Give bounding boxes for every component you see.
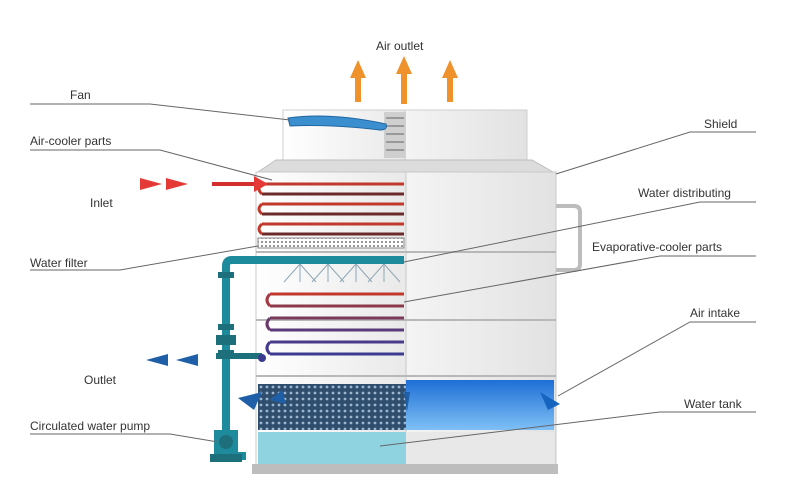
fan-blade xyxy=(287,115,387,131)
shield-handle xyxy=(556,204,582,272)
outlet-arrows xyxy=(146,354,198,366)
leader-lines-right xyxy=(379,131,756,447)
air-cooler-parts-label: Air-cooler parts xyxy=(30,134,112,148)
pipe-flanges xyxy=(218,272,234,356)
water-tank-label: Water tank xyxy=(684,397,742,411)
spray-nozzles xyxy=(283,263,401,283)
water-tank-left xyxy=(258,432,406,464)
outlet-label: Outlet xyxy=(84,373,117,387)
water-filter-mesh xyxy=(257,237,405,249)
air-intake-arrows xyxy=(238,390,560,412)
circulated-water-pump-label: Circulated water pump xyxy=(30,419,151,433)
water-filter-label: Water filter xyxy=(30,256,88,270)
evaporative-cooler-parts-label: Evaporative-cooler parts xyxy=(592,240,723,254)
water-distributing-label: Water distributing xyxy=(638,186,731,200)
tower-cap xyxy=(256,159,555,173)
outlet-valve xyxy=(258,354,266,362)
water-tank-right xyxy=(406,432,554,464)
shield-label: Shield xyxy=(704,117,738,131)
evaporative-coil xyxy=(265,292,404,356)
fan-label: Fan xyxy=(70,88,91,102)
inlet-label: Inlet xyxy=(90,196,113,210)
tower-base xyxy=(252,464,558,474)
air-intake-panel xyxy=(406,380,554,430)
air-outlet-arrows xyxy=(350,56,458,104)
fill-media xyxy=(258,384,406,430)
leader-lines-left xyxy=(30,103,291,443)
pump-body xyxy=(210,430,242,462)
shell-seams xyxy=(256,251,556,377)
air-outlet-label: Air outlet xyxy=(376,39,424,53)
air-intake-label: Air intake xyxy=(690,306,741,320)
inlet-arrows xyxy=(140,176,268,192)
